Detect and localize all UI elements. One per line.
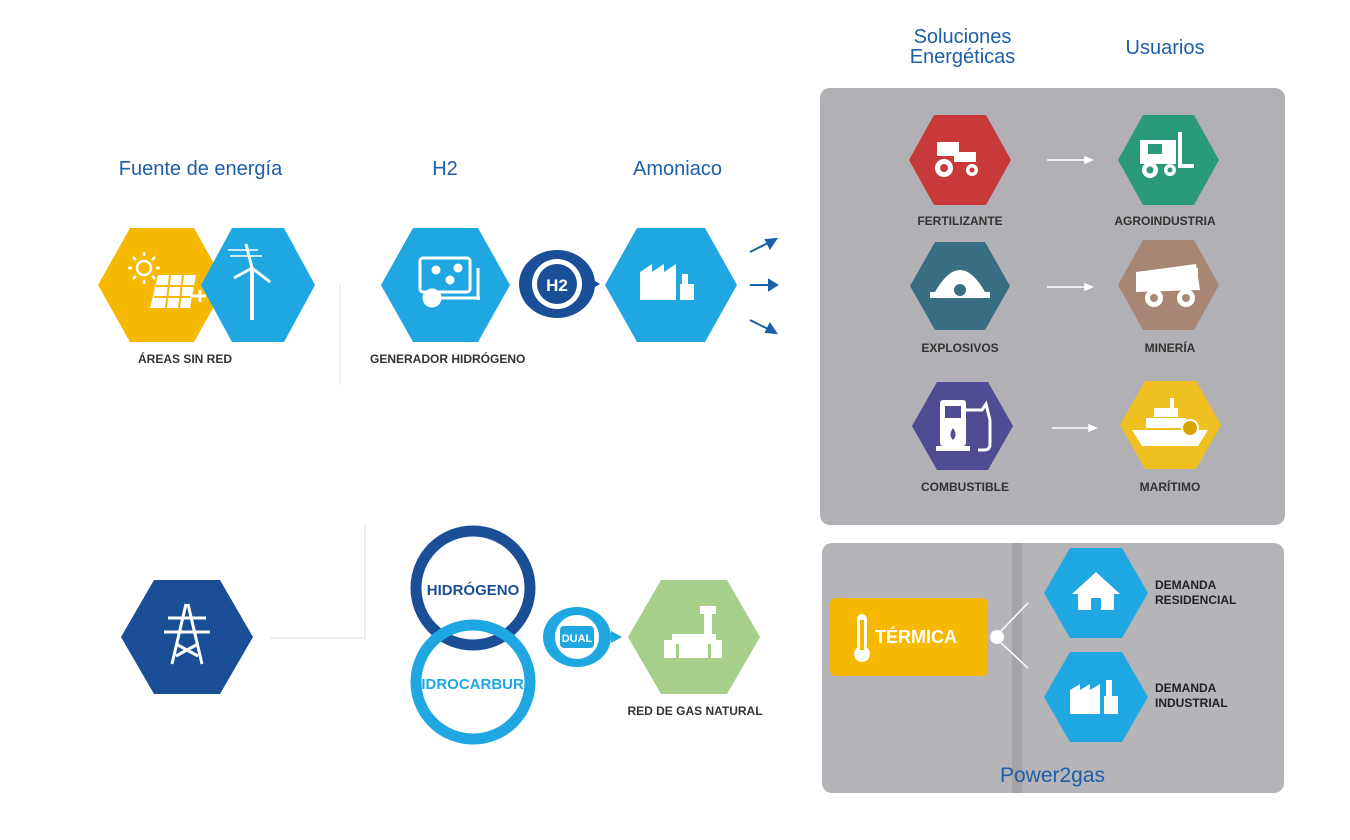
demanda-industrial-label: DEMANDA INDUSTRIAL — [1155, 681, 1228, 711]
termica-text: TÉRMICA — [875, 626, 957, 647]
user-label-mineria: MINERÍA — [1144, 341, 1196, 355]
panel-arrows — [1047, 155, 1098, 433]
solar-panel-icon — [150, 275, 196, 308]
hex-mineria — [1118, 240, 1219, 330]
wind-hexagon — [201, 228, 315, 342]
header-usuarios: Usuarios — [1125, 37, 1205, 59]
factory-icon — [640, 264, 694, 300]
hidrogeno-ring — [410, 525, 536, 651]
generator-hexagon — [381, 228, 510, 342]
header-soluciones: Soluciones Energéticas — [895, 27, 1030, 67]
ammonia-factory-hexagon — [605, 228, 737, 342]
hex-agroindustria — [1118, 115, 1219, 205]
wind-turbine-icon — [228, 243, 271, 320]
tractor-icon — [935, 142, 978, 177]
split-node — [990, 630, 1004, 644]
hex-maritimo — [1120, 381, 1221, 469]
solution-label-explosivos: EXPLOSIVOS — [921, 341, 999, 355]
demanda-residencial-line1: DEMANDA — [1155, 578, 1217, 592]
transmission-tower-icon — [164, 603, 210, 665]
solution-label-combustible: COMBUSTIBLE — [921, 480, 1009, 494]
sun-icon — [128, 252, 160, 284]
power2gas-divider — [1012, 543, 1022, 793]
h2-badge: H2 — [519, 250, 600, 318]
areas-label: ÁREAS SIN RED — [137, 352, 232, 366]
header-h2: H2 — [432, 158, 458, 180]
solar-hexagon — [98, 228, 226, 342]
demanda-industrial-line1: DEMANDA — [1155, 681, 1217, 695]
generador-label: GENERADOR HIDRÓGENO — [370, 352, 526, 366]
arrows-right — [749, 237, 779, 335]
hex-residencial — [1044, 548, 1148, 638]
hex-fertilizante — [909, 115, 1011, 205]
industry-icon — [1070, 680, 1118, 714]
generator-icon — [418, 256, 480, 308]
hidrocarburo-text: HIDROCARBURO — [411, 676, 536, 693]
hidrogeno-text: HIDRÓGENO — [427, 581, 520, 599]
gas-network-hexagon — [628, 580, 760, 694]
hex-explosivos — [910, 242, 1010, 330]
header-soluciones-line1: Soluciones — [913, 26, 1012, 48]
user-label-agroindustria: AGROINDUSTRIA — [1114, 214, 1216, 228]
red-gas-label: RED DE GAS NATURAL — [627, 704, 763, 718]
user-label-maritimo: MARÍTIMO — [1139, 480, 1201, 494]
dual-badge: DUAL — [543, 607, 622, 667]
demanda-residencial-line2: RESIDENCIAL — [1155, 593, 1237, 607]
hidrocarburo-ring — [410, 619, 536, 745]
h2-badge-text: H2 — [546, 276, 568, 295]
demanda-residencial-label: DEMANDA RESIDENCIAL — [1155, 578, 1236, 608]
demanda-industrial-line2: INDUSTRIAL — [1155, 696, 1228, 710]
power-tower-hexagon — [121, 580, 253, 694]
header-fuente: Fuente de energía — [118, 158, 283, 180]
hex-combustible — [912, 382, 1013, 470]
header-amoniaco: Amoniaco — [633, 158, 722, 180]
header-soluciones-line2: Energéticas — [909, 46, 1016, 68]
dual-badge-text: DUAL — [562, 633, 593, 645]
power2gas-title: Power2gas — [999, 764, 1106, 787]
hex-industrial — [1044, 652, 1148, 742]
solution-label-fertilizante: FERTILIZANTE — [917, 214, 1003, 228]
mining-truck-icon — [1136, 264, 1200, 307]
plug-icon — [190, 290, 206, 302]
